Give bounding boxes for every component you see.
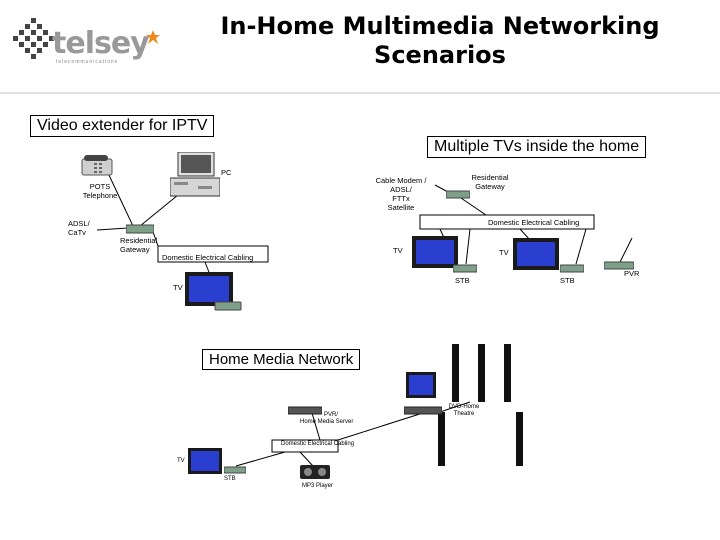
page-title: In-Home Multimedia Networking Scenarios (170, 12, 710, 70)
mp3-player-label: MP3 Player (302, 483, 334, 489)
pc-icon (170, 152, 220, 197)
pots-label: POTS Telephone (76, 182, 124, 200)
res-gw-left-line-2: Gateway (120, 245, 150, 254)
stb-2-icon (560, 264, 584, 273)
adsl-catv-label: ADSL/ CaTv (68, 219, 90, 237)
cable-modem-line-3: FTTx (392, 194, 410, 203)
title-line-2: Scenarios (374, 41, 506, 69)
tv-right-2-label: TV (499, 248, 509, 257)
stb-1-icon (453, 264, 477, 273)
tv-right-2-icon (513, 238, 559, 270)
home-media-box: Home Media Network (202, 349, 361, 370)
domestic-cabling-bottom-label: Domestic Electrical Cabling (281, 441, 355, 447)
stb-2-label: STB (560, 276, 575, 285)
adsl-label-line-1: ADSL/ (68, 219, 90, 228)
logo-diamond-icon (13, 18, 54, 59)
speakers-icon (438, 344, 523, 466)
telephone-icon (81, 155, 113, 176)
dvd-home-theatre-label: DVD-Home Theatre (442, 404, 486, 418)
pvr-media-server-icon (288, 406, 322, 415)
cable-modem-line-4: Satellite (387, 203, 415, 212)
title-line-1: In-Home Multimedia Networking (220, 12, 660, 40)
telsey-logo: telsey telecommunications (12, 16, 172, 68)
tv-right-1-label: TV (393, 246, 403, 255)
pots-label-line-1: POTS (89, 182, 111, 191)
tv-bottom-label: TV (177, 458, 185, 464)
logo-star-icon (146, 30, 160, 44)
pvr-icon (604, 261, 634, 270)
stb-bottom-icon (224, 466, 246, 474)
pvr-hms-line-1: PVR/ (324, 412, 339, 418)
pvr-hms-line-2: Home Media Server (300, 419, 354, 425)
adsl-label-line-2: CaTv (68, 228, 86, 237)
domestic-cabling-left-label: Domestic Electrical Cabling (162, 253, 254, 262)
stb-1-label: STB (455, 276, 470, 285)
residential-gateway-right-icon (446, 190, 470, 199)
res-gw-right-line-1: Residential (471, 173, 509, 182)
stb-bottom-label: STB (224, 476, 236, 482)
dvd-player-icon (404, 406, 442, 415)
dvd-label-line-1: DVD-Home (448, 404, 480, 410)
res-gw-right-line-2: Gateway (475, 182, 505, 191)
residential-gateway-left-icon (126, 224, 154, 234)
cable-modem-label: Cable Modem / ADSL/ FTTx Satellite (368, 176, 434, 212)
cable-modem-line-2: ADSL/ (390, 185, 412, 194)
pvr-media-server-label: PVR/ Home Media Server (300, 412, 353, 426)
cable-modem-line-1: Cable Modem / (375, 176, 427, 185)
multiple-tvs-box: Multiple TVs inside the home (427, 136, 647, 158)
residential-gateway-right-label: Residential Gateway (464, 173, 516, 191)
mp3-player-icon (300, 465, 330, 479)
tv-media-center-icon (406, 372, 436, 398)
residential-gateway-left-label: Residential Gateway (120, 236, 157, 254)
tv-left-icon (185, 272, 242, 311)
tv-right-1-icon (412, 236, 458, 268)
video-extender-box: Video extender for IPTV (30, 115, 215, 137)
domestic-cabling-right-label: Domestic Electrical Cabling (488, 218, 580, 227)
pvr-label: PVR (624, 269, 640, 278)
header-divider (0, 92, 720, 94)
res-gw-left-line-1: Residential (120, 236, 158, 245)
pots-label-line-2: Telephone (82, 191, 118, 200)
tv-left-label: TV (173, 283, 183, 292)
logo-wordmark: telsey (52, 26, 150, 61)
pc-label: PC (221, 168, 232, 177)
dvd-label-line-2: Theatre (453, 411, 475, 417)
logo-tagline: telecommunications (56, 59, 119, 65)
tv-bottom-icon (188, 448, 222, 474)
